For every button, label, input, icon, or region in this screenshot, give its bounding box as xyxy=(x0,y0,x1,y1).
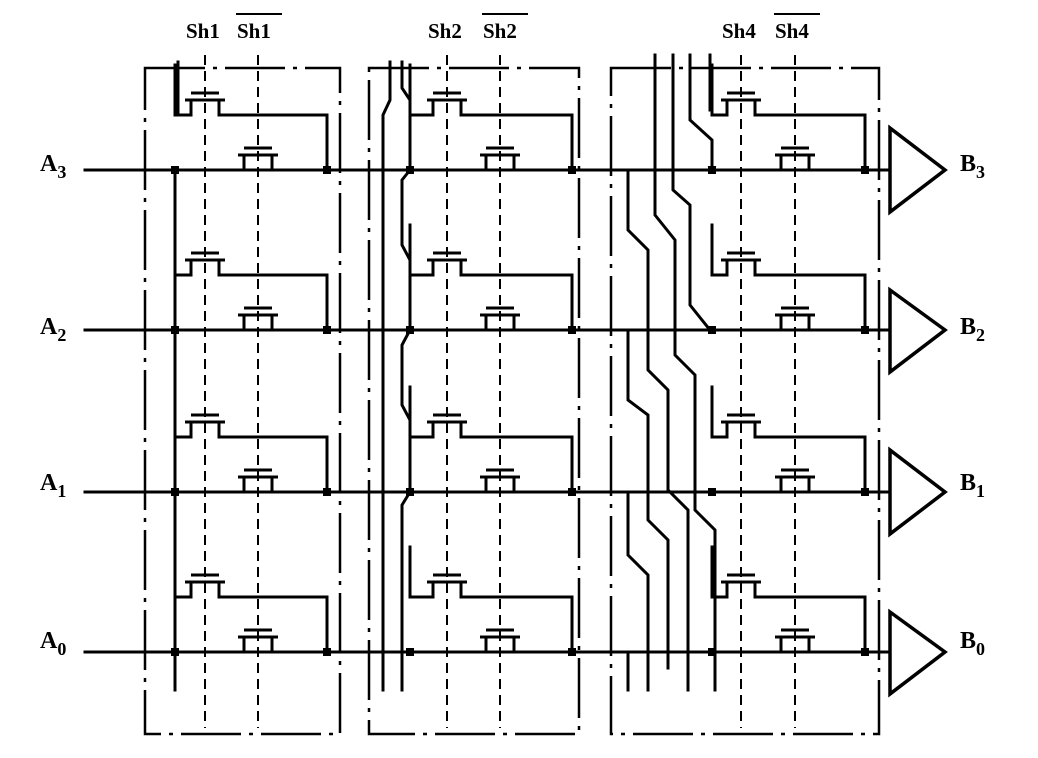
pass-transistors xyxy=(173,63,867,652)
junction-dot xyxy=(171,488,179,496)
output-labels: B3 B2 B1 B0 xyxy=(960,151,985,659)
buffer-b3 xyxy=(888,124,948,216)
transistor-stage1-row2-pass xyxy=(238,306,278,330)
input-a2: A2 xyxy=(40,314,66,345)
sh1-label: Sh1 xyxy=(186,19,220,43)
transistor-stage3-row0-shift xyxy=(721,573,761,597)
transistor-stage2-row0-shift xyxy=(427,573,467,597)
control-lines xyxy=(204,55,796,728)
junction-dot xyxy=(708,326,716,334)
junction-dot xyxy=(171,166,179,174)
transistor-stage2-row2-shift xyxy=(427,251,467,275)
output-b0: B0 xyxy=(960,628,985,659)
transistor-stage1-row3-shift xyxy=(185,91,225,115)
transistor-stage3-row1-shift xyxy=(721,413,761,437)
transistor-stage2-row3-pass xyxy=(480,146,520,170)
junction-dot xyxy=(568,166,576,174)
transistor-stage1-row1-pass xyxy=(238,468,278,492)
transistor-stage1-row2-shift xyxy=(185,251,225,275)
transistor-stage2-row3-shift xyxy=(427,91,467,115)
sh2-bar-label: Sh2 xyxy=(483,19,517,43)
sh4-label: Sh4 xyxy=(722,19,756,43)
output-buffers xyxy=(888,124,948,698)
junction-dot xyxy=(568,326,576,334)
junction-dot xyxy=(708,166,716,174)
stage-box-sh2 xyxy=(367,66,581,736)
transistor-stage3-row3-shift xyxy=(721,91,761,115)
junction-dot xyxy=(323,326,331,334)
stage-box-sh1 xyxy=(143,66,342,736)
sh2-label: Sh2 xyxy=(428,19,462,43)
transistor-stage2-row1-shift xyxy=(427,413,467,437)
junction-dot xyxy=(323,648,331,656)
junction-dot xyxy=(861,488,869,496)
transistor-stage1-row3-pass xyxy=(238,146,278,170)
junction-dot xyxy=(861,648,869,656)
junction-dot xyxy=(323,166,331,174)
transistor-stage2-row1-pass xyxy=(480,468,520,492)
junction-dot xyxy=(406,648,414,656)
stage-box-sh4 xyxy=(609,66,881,736)
buffer-b0 xyxy=(888,608,948,698)
output-b3: B3 xyxy=(960,151,985,182)
transistor-stage2-row0-pass xyxy=(480,628,520,652)
stage-boxes xyxy=(143,66,881,736)
junction-dot xyxy=(406,488,414,496)
junction-dot xyxy=(323,488,331,496)
input-a0: A0 xyxy=(40,628,66,659)
transistor-stage2-row2-pass xyxy=(480,306,520,330)
junction-dots xyxy=(171,166,869,656)
transistor-stage3-row2-shift xyxy=(721,251,761,275)
transistor-stage3-row1-pass xyxy=(775,468,815,492)
output-b2: B2 xyxy=(960,314,985,345)
buffer-b2 xyxy=(888,286,948,376)
stage-sh4-wiring xyxy=(626,53,867,692)
junction-dot xyxy=(568,488,576,496)
transistor-stage1-row0-pass xyxy=(238,628,278,652)
input-a3: A3 xyxy=(40,151,66,182)
input-labels: A3 A2 A1 A0 xyxy=(40,151,66,659)
junction-dot xyxy=(708,648,716,656)
junction-dot xyxy=(568,648,576,656)
transistor-stage1-row1-shift xyxy=(185,413,225,437)
junction-dot xyxy=(861,326,869,334)
input-a1: A1 xyxy=(40,470,66,501)
sh1-bar-label: Sh1 xyxy=(237,19,271,43)
junction-dot xyxy=(861,166,869,174)
transistor-stage3-row0-pass xyxy=(775,628,815,652)
junction-dot xyxy=(171,326,179,334)
sh4-bar-label: Sh4 xyxy=(775,19,809,43)
transistor-stage3-row2-pass xyxy=(775,306,815,330)
transistor-stage3-row3-pass xyxy=(775,146,815,170)
junction-dot xyxy=(171,648,179,656)
output-b1: B1 xyxy=(960,470,985,501)
stage-sh2-wiring xyxy=(381,60,574,692)
transistor-stage1-row0-shift xyxy=(185,573,225,597)
junction-dot xyxy=(406,326,414,334)
stage-labels: Sh1 Sh1 Sh2 Sh2 Sh4 Sh4 xyxy=(186,13,820,43)
junction-dot xyxy=(708,488,716,496)
junction-dot xyxy=(406,166,414,174)
buffer-b1 xyxy=(888,446,948,538)
